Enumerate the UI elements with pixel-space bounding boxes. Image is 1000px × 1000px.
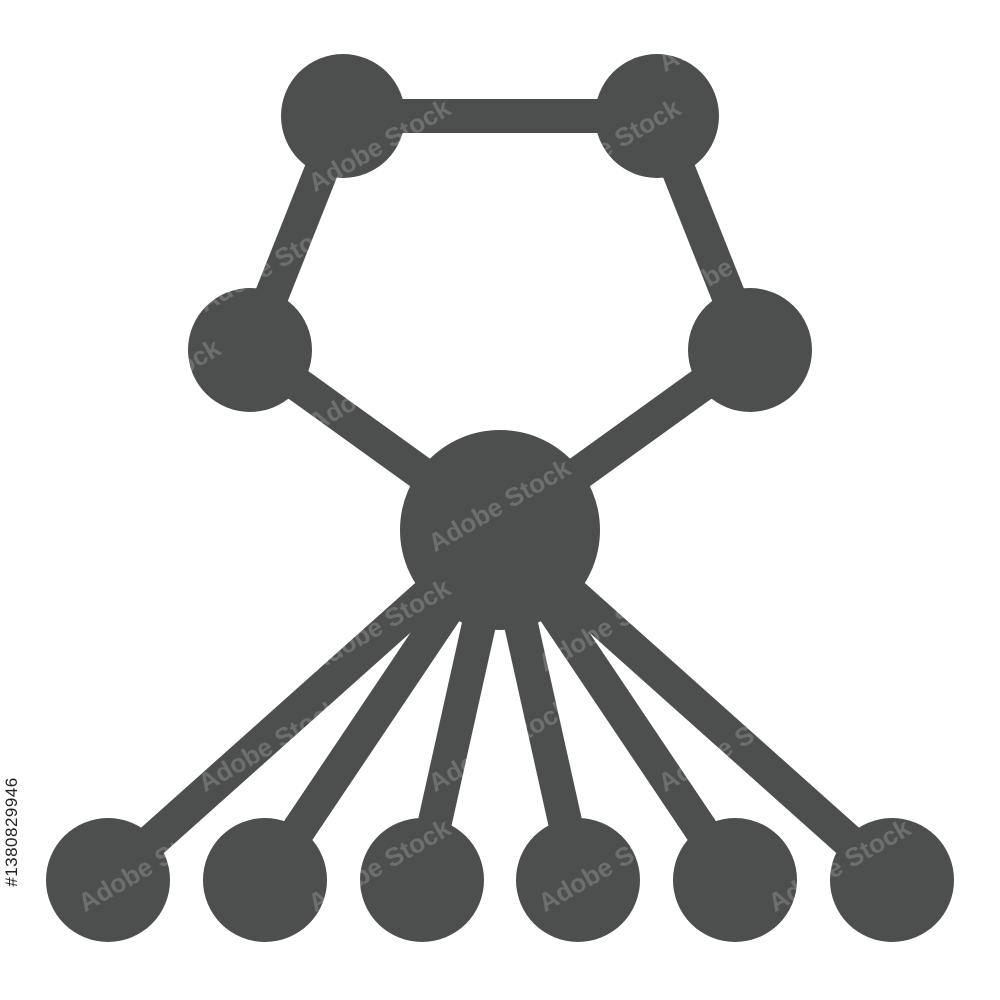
node-topRight [595, 54, 719, 178]
node-b2 [203, 818, 327, 942]
node-b6 [830, 818, 954, 942]
node-midLeft [188, 288, 312, 412]
node-b3 [360, 818, 484, 942]
node-b5 [673, 818, 797, 942]
node-topLeft [281, 54, 405, 178]
node-midRight [688, 288, 812, 412]
node-hub [400, 430, 600, 630]
nodes [46, 54, 954, 942]
node-b1 [46, 818, 170, 942]
node-b4 [516, 818, 640, 942]
stock-id-label: #1380829946 [2, 777, 21, 887]
